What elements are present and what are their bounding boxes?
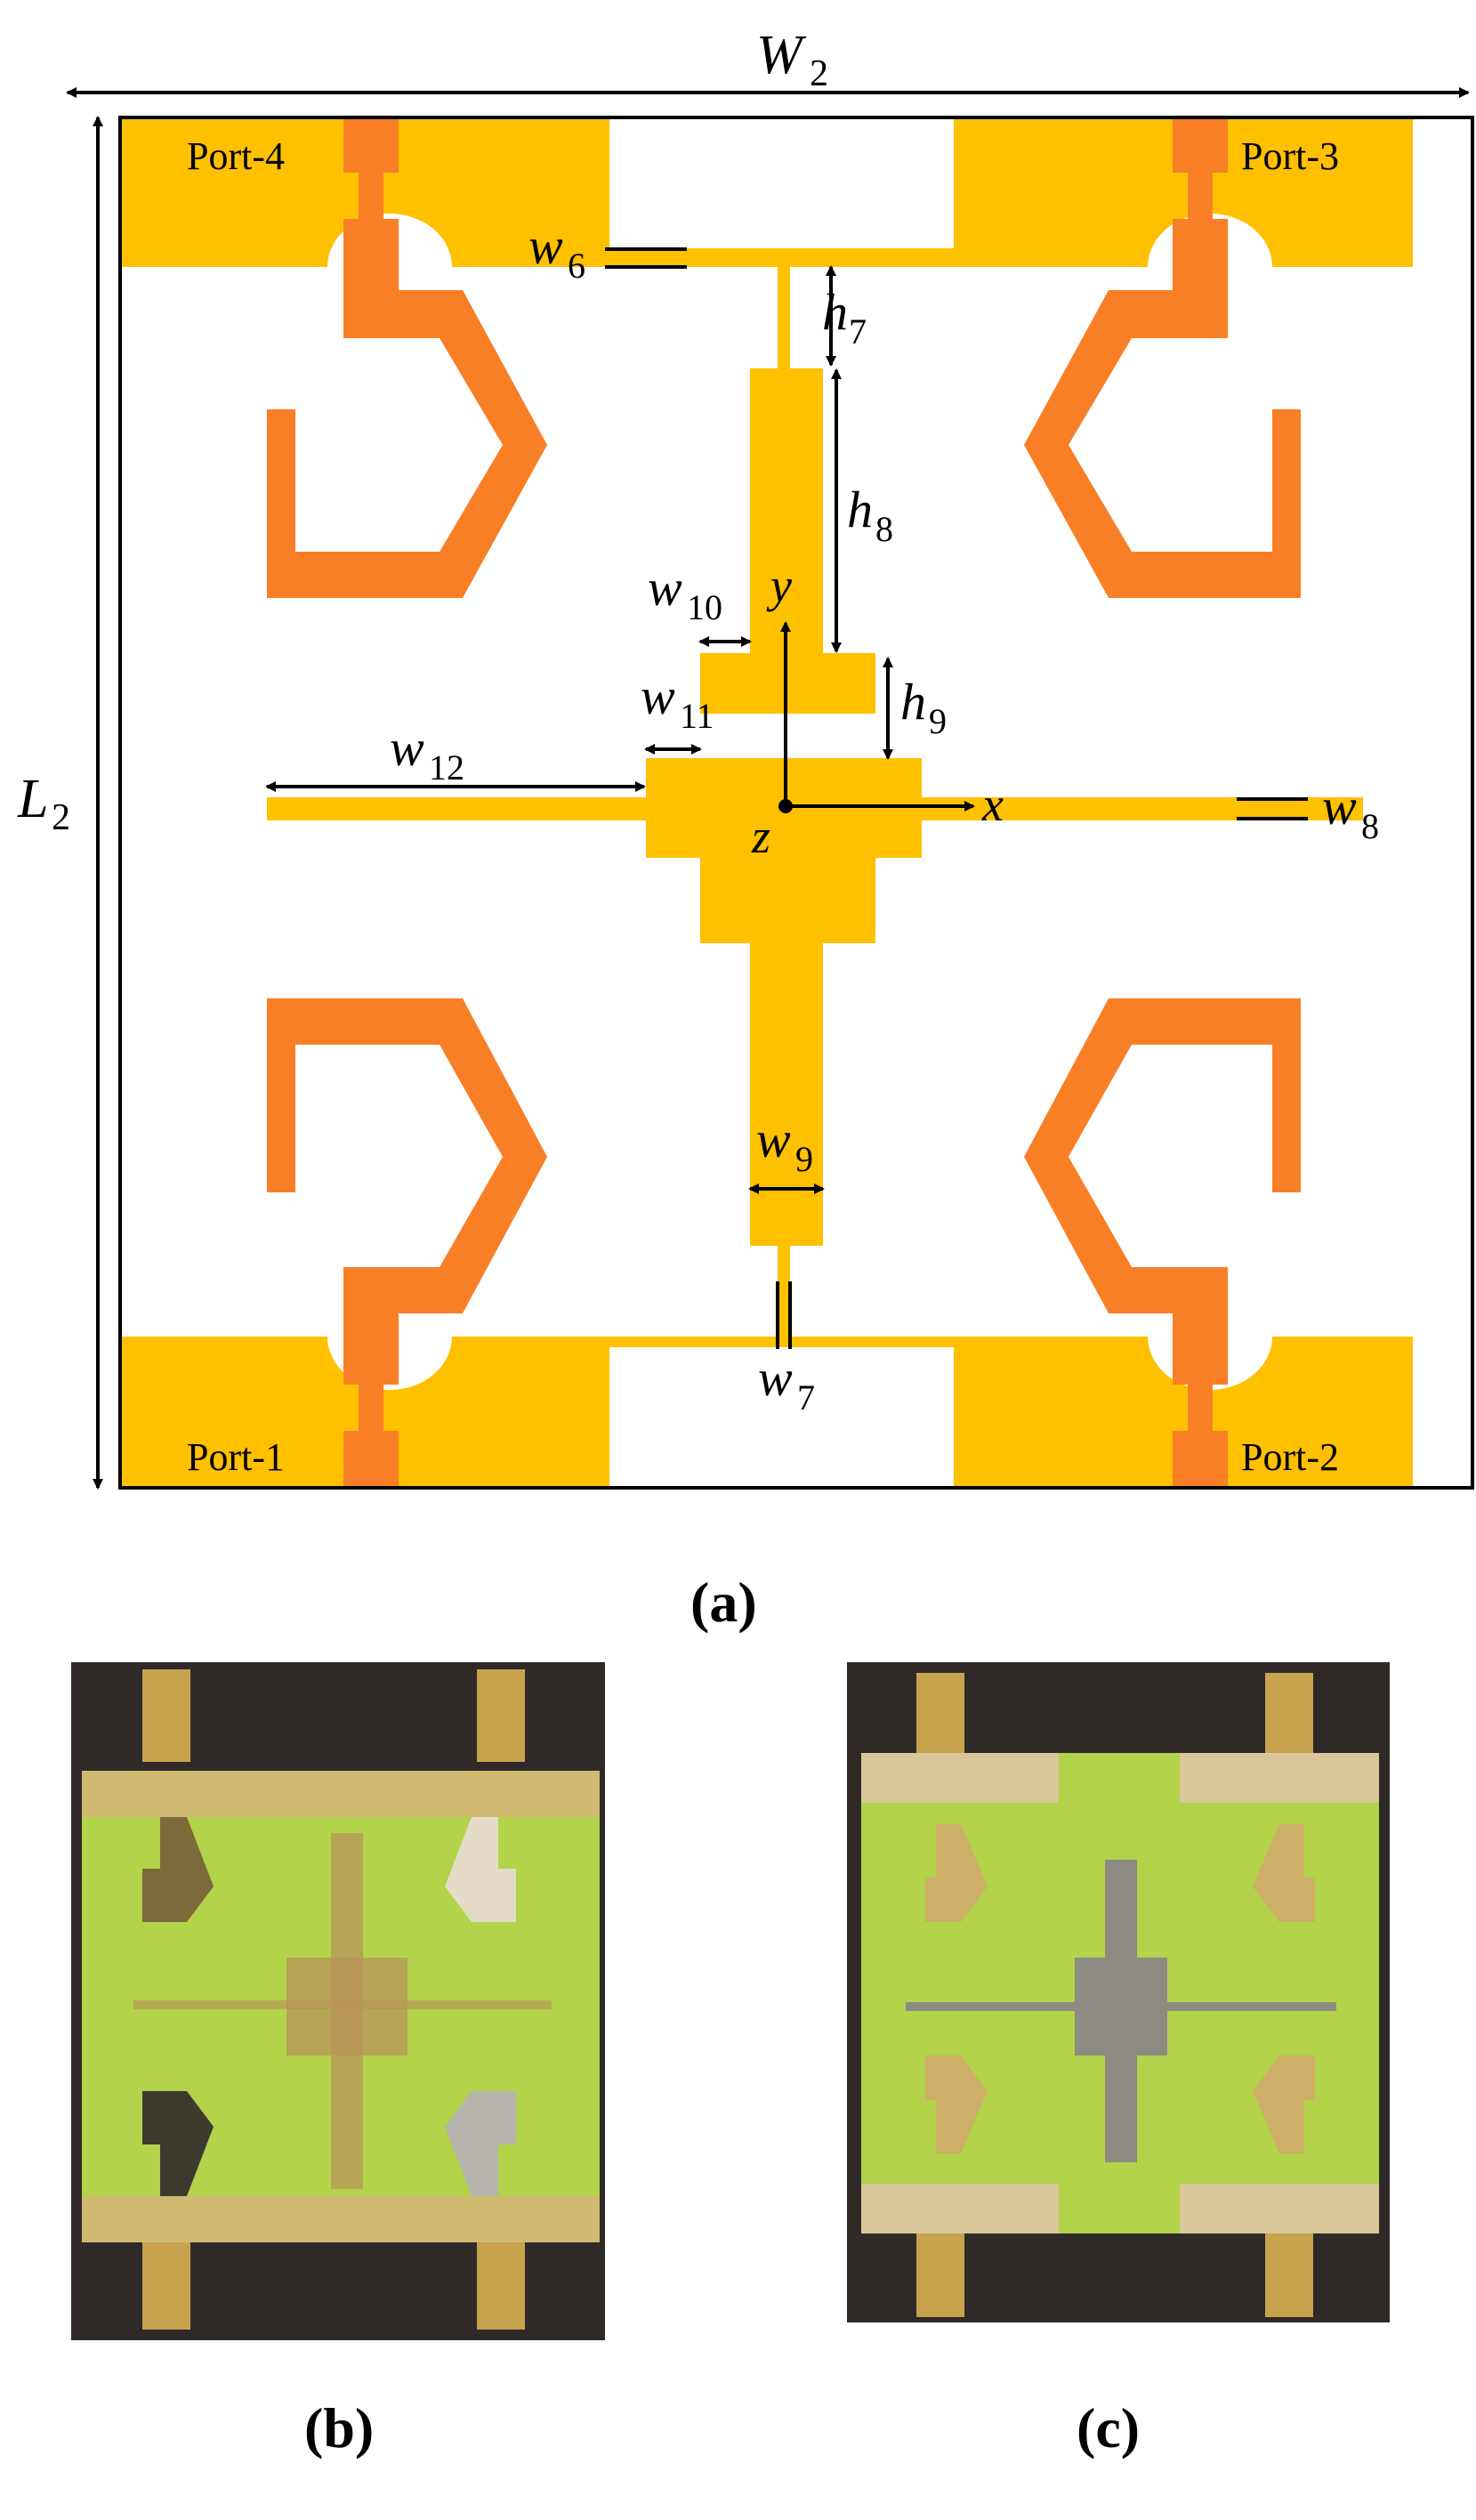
- axis-x-label: x: [981, 778, 1004, 831]
- dim-label-w11: w 11: [641, 667, 714, 736]
- svg-text:w: w: [756, 1111, 791, 1168]
- dim-label-w10: w 10: [648, 559, 722, 627]
- port-1-label: Port-1: [187, 1435, 285, 1479]
- axis-y-label: y: [766, 559, 792, 612]
- svg-text:L: L: [17, 769, 48, 829]
- svg-text:8: 8: [875, 509, 893, 549]
- svg-text:12: 12: [429, 747, 464, 788]
- svg-text:w: w: [528, 217, 563, 275]
- svg-text:h: h: [847, 481, 873, 538]
- dim-label-w8: w 8: [1322, 778, 1379, 846]
- svg-text:9: 9: [795, 1139, 813, 1179]
- svg-text:h: h: [900, 673, 926, 731]
- radiator-port4: [267, 267, 547, 598]
- svg-text:w: w: [641, 667, 675, 725]
- svg-text:2: 2: [52, 797, 70, 838]
- axis-z-label: z: [751, 810, 770, 863]
- dim-label-w6: w 6: [528, 217, 585, 286]
- svg-text:w: w: [390, 719, 424, 777]
- caption-a: (a): [690, 1571, 757, 1634]
- svg-text:9: 9: [929, 701, 947, 741]
- svg-text:2: 2: [810, 53, 828, 94]
- panel-a-layout-diagram: Port-4 Port-3 Port-1 Port-2: [17, 25, 1474, 1490]
- coordinate-axes: [778, 621, 975, 813]
- caption-c: (c): [1077, 2396, 1140, 2459]
- svg-text:6: 6: [568, 246, 585, 286]
- dim-label-h7: h 7: [822, 283, 867, 351]
- dim-label-W2: W 2: [756, 25, 828, 94]
- svg-text:w: w: [648, 559, 682, 617]
- port-3-label: Port-3: [1241, 134, 1339, 178]
- port-2-label: Port-2: [1241, 1435, 1339, 1479]
- svg-text:8: 8: [1361, 806, 1379, 846]
- svg-text:7: 7: [849, 311, 867, 351]
- caption-b: (b): [304, 2396, 374, 2459]
- dim-label-w9: w 9: [756, 1111, 813, 1179]
- sma-connectors-c: [916, 1673, 1313, 2317]
- feed-lines: [343, 119, 1228, 1486]
- sma-connectors-b: [142, 1669, 525, 2330]
- radiator-port1: [267, 998, 547, 1337]
- svg-text:w: w: [1322, 778, 1357, 836]
- svg-text:11: 11: [680, 696, 714, 736]
- radiator-port3: [1024, 267, 1301, 598]
- central-cross-stub: [267, 267, 1363, 1337]
- dim-label-w7: w 7: [758, 1349, 815, 1418]
- panel-c-photo: [847, 1662, 1390, 2322]
- board-c-traces: [861, 1753, 1379, 2233]
- panel-b-photo: [71, 1662, 605, 2340]
- radiator-port2: [1024, 998, 1301, 1337]
- dim-label-h8: h 8: [847, 481, 893, 549]
- svg-text:W: W: [756, 25, 807, 85]
- port-4-label: Port-4: [187, 134, 285, 178]
- dimension-arrows: [66, 87, 1470, 1490]
- dim-label-w12: w 12: [390, 719, 464, 788]
- svg-text:10: 10: [687, 587, 722, 627]
- dim-label-h9: h 9: [900, 673, 947, 741]
- svg-text:w: w: [758, 1349, 793, 1407]
- svg-text:h: h: [822, 283, 848, 341]
- svg-text:7: 7: [797, 1377, 815, 1418]
- board-b-traces: [82, 1771, 600, 2242]
- dim-label-L2: L 2: [17, 769, 70, 838]
